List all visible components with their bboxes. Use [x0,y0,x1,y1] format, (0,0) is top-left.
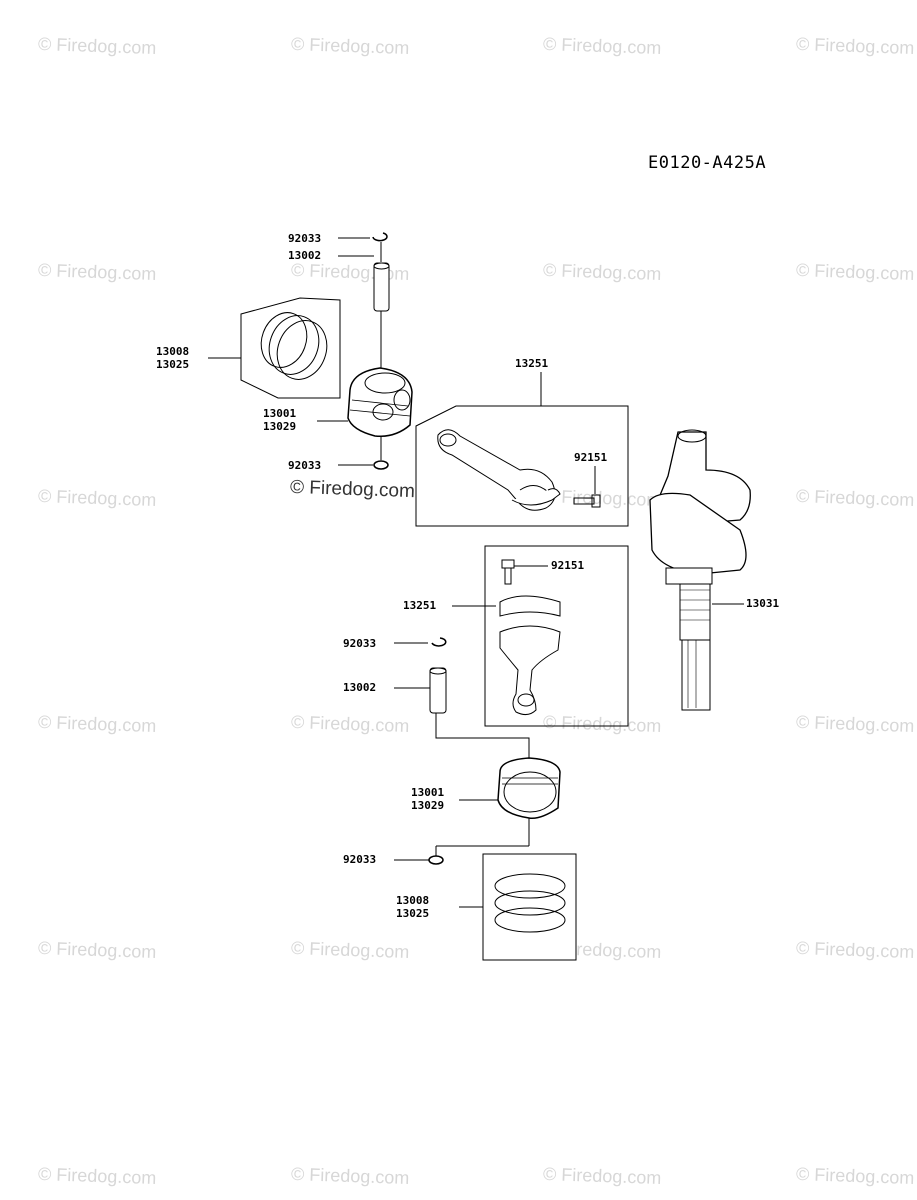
label-ring-set-b-1: 13008 [396,894,430,907]
upper-ring-set [240,297,341,399]
upper-piston-pin [373,262,390,312]
watermark-dark: © Firedog.com [289,476,416,503]
label-piston-b-1: 13001 [411,786,445,799]
upper-piston [347,367,413,438]
lower-rod-bolt [501,559,515,585]
label-ring-set-a-2: 13025 [156,358,190,371]
label-bolt-b: 92151 [551,559,585,572]
lower-connecting-rod [499,595,561,716]
diagram-id: E0120-A425A [648,153,767,173]
label-ring-set-a-1: 13008 [156,345,190,358]
upper-rod-bolt [573,494,601,508]
label-piston-b-2: 13029 [411,799,445,812]
label-crankshaft: 13031 [746,597,780,610]
label-snap-ring-b: 92033 [288,459,322,472]
lower-piston [497,757,561,820]
label-pin-b: 13002 [343,681,377,694]
label-rod-a: 13251 [515,357,549,370]
upper-snap-ring-lower [373,460,389,470]
label-snap-ring-c: 92033 [343,637,377,650]
upper-connecting-rod [437,429,561,511]
label-ring-set-b-2: 13025 [396,907,430,920]
label-piston-a-2: 13029 [263,420,297,433]
lower-snap-ring-lower [428,855,444,865]
crankshaft [649,429,751,711]
label-rod-b: 13251 [403,599,437,612]
lower-ring-set [482,853,577,961]
label-snap-ring-a: 92033 [288,232,322,245]
lower-piston-pin [429,667,447,714]
label-bolt-a: 92151 [574,451,608,464]
label-piston-a-1: 13001 [263,407,297,420]
lower-snap-ring-upper [431,637,447,647]
label-pin-a: 13002 [288,249,322,262]
upper-snap-ring [372,232,388,242]
label-snap-ring-d: 92033 [343,853,377,866]
